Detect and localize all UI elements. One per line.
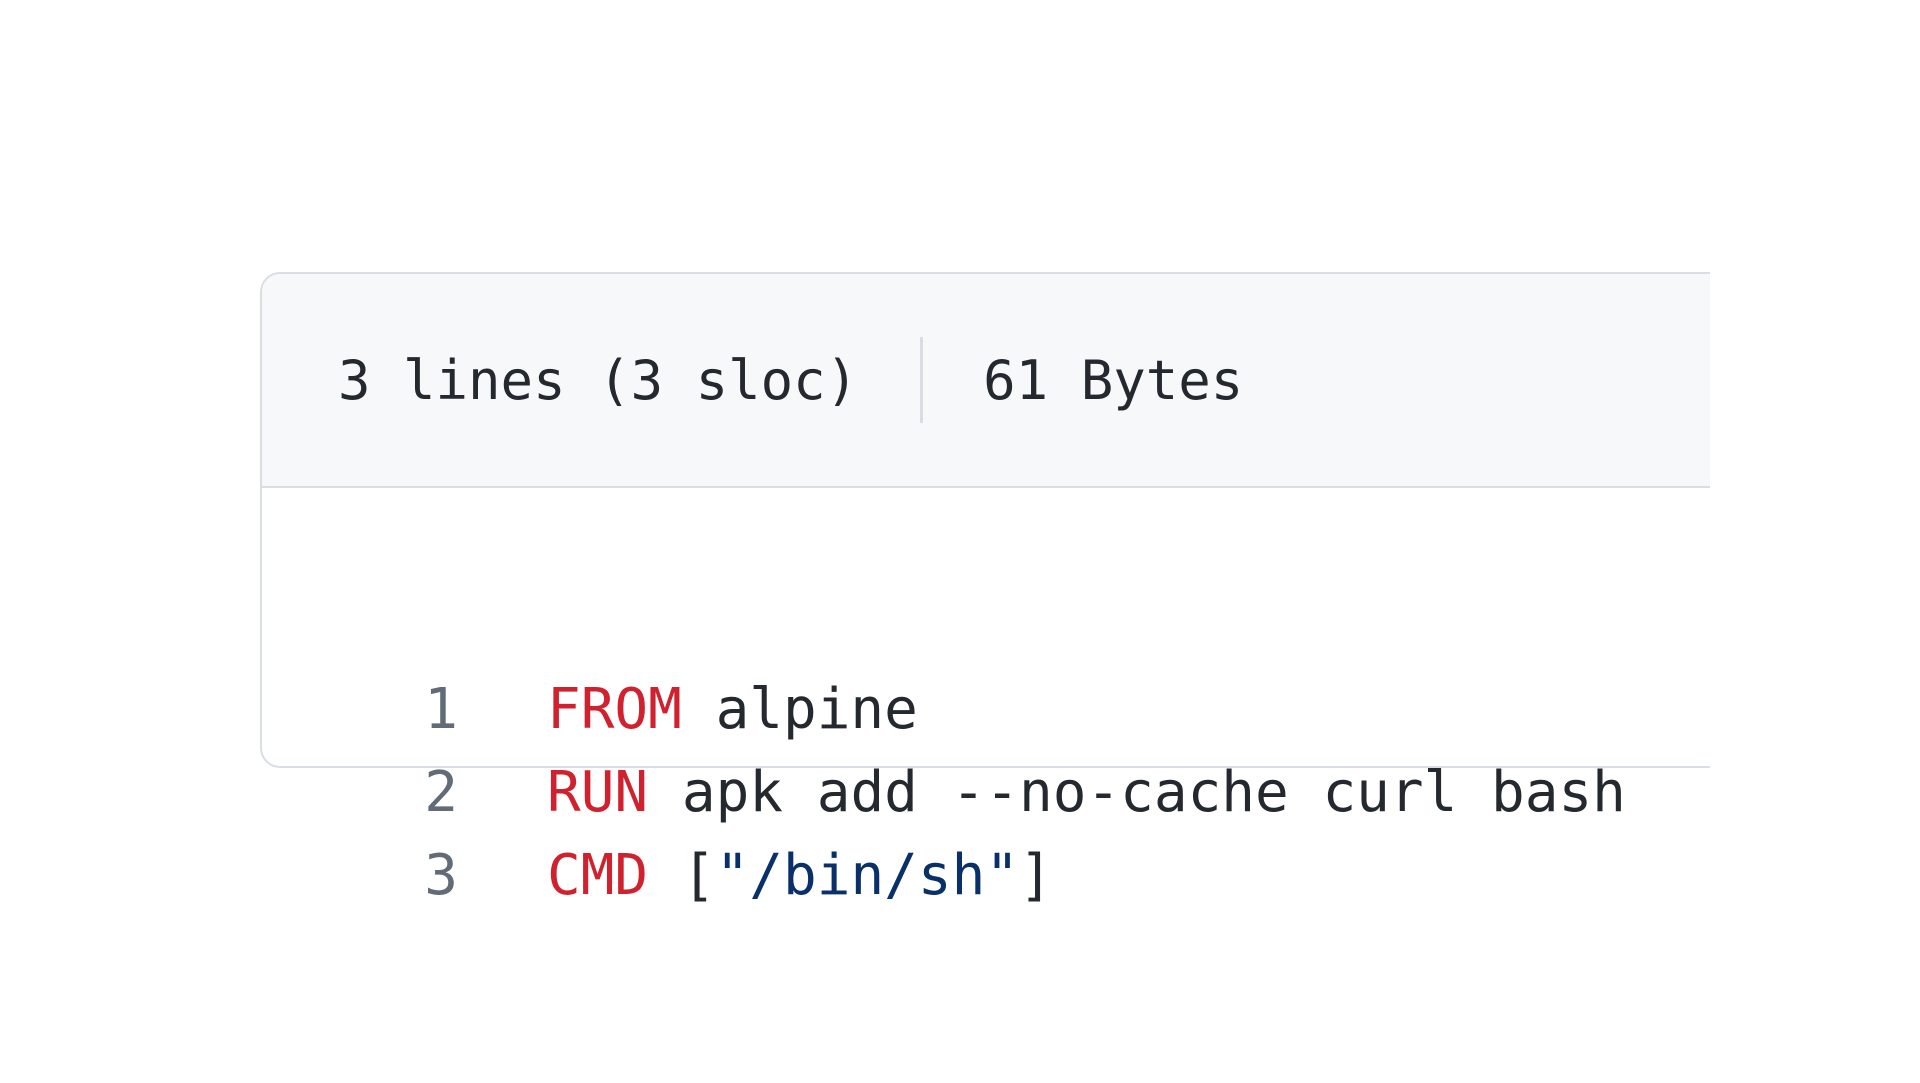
file-info-bar: 3 lines (3 sloc) 61 Bytes (262, 274, 1710, 488)
code-token-string: "/bin/sh" (715, 843, 1020, 908)
line-number[interactable]: 1 (424, 677, 458, 742)
file-line-count: 3 lines (3 sloc) (338, 348, 859, 412)
code-token-plain: [ (648, 843, 716, 908)
line-number[interactable]: 2 (424, 760, 458, 825)
line-content: FROM alpine (458, 668, 918, 751)
line-content: RUN apk add --no-cache curl bash (458, 751, 1626, 834)
code-token-plain: alpine (681, 677, 918, 742)
code-token-keyword: FROM (547, 677, 682, 742)
code-token-plain: ] (1019, 843, 1053, 908)
line-content: CMD ["/bin/sh"] (458, 834, 1053, 917)
code-token-plain: apk add --no-cache curl bash (648, 760, 1626, 825)
code-token-keyword: CMD (547, 843, 649, 908)
file-size: 61 Bytes (983, 348, 1244, 412)
header-divider (920, 337, 924, 423)
line-number[interactable]: 3 (424, 843, 458, 908)
code-token-keyword: RUN (547, 760, 649, 825)
